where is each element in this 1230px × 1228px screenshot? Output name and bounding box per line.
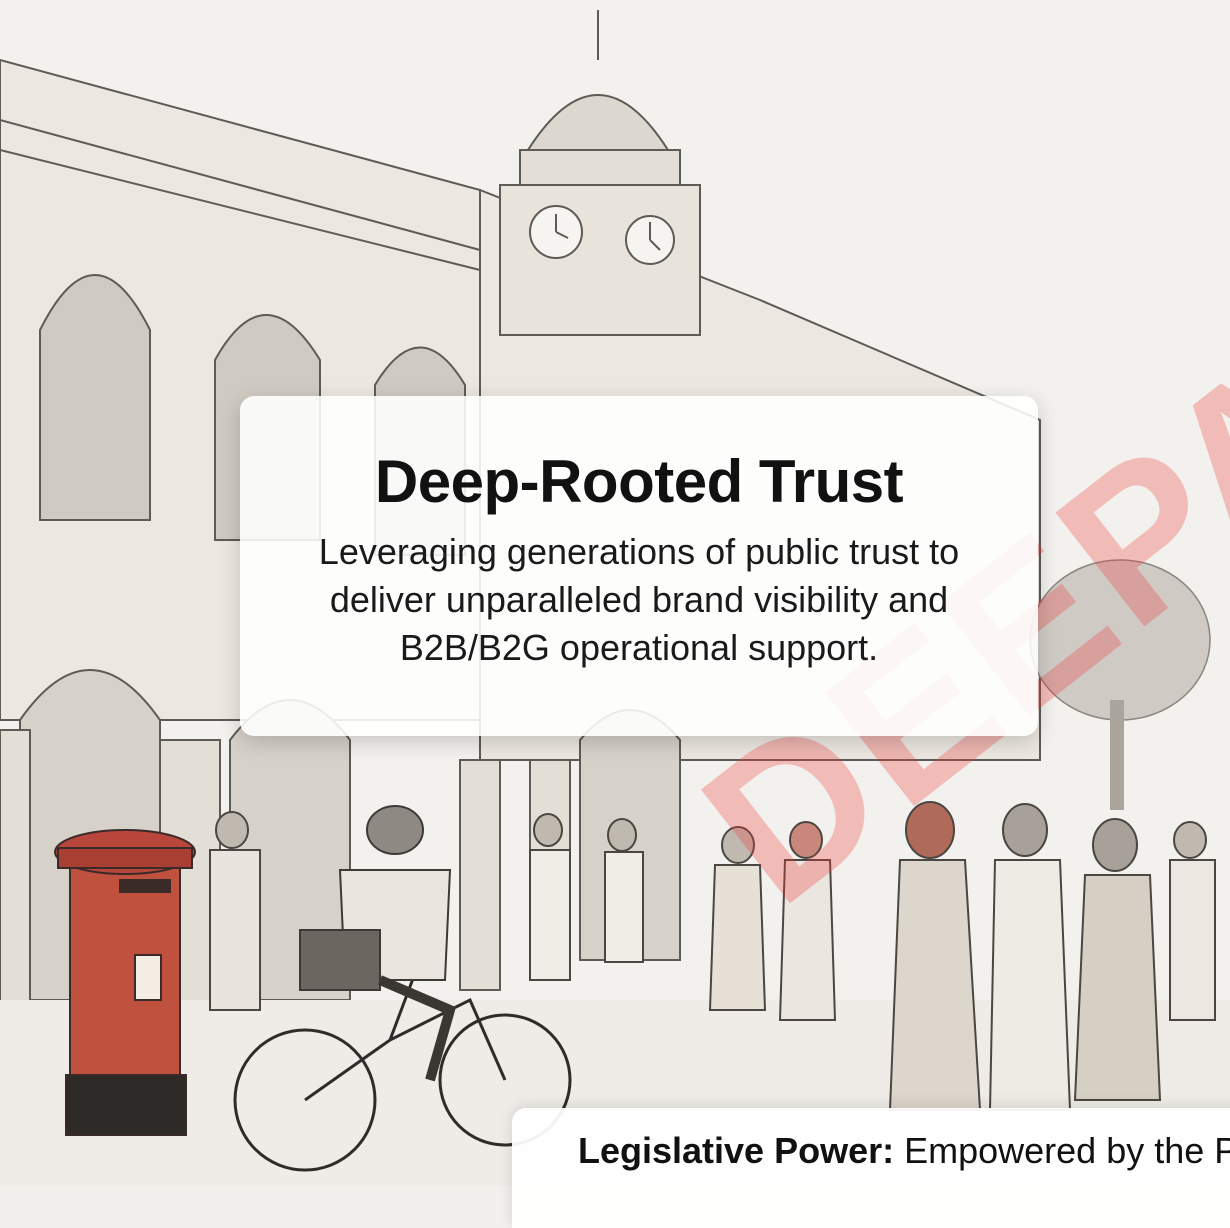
title-card: Deep-Rooted Trust Leveraging generations… (240, 396, 1038, 736)
townspeople (209, 801, 1216, 1111)
slide-subtitle: Leveraging generations of public trust t… (318, 531, 960, 668)
legislative-power-label: Legislative Power: (578, 1130, 895, 1171)
red-post-box (54, 829, 196, 1136)
clock-tower (499, 10, 701, 336)
tree (1029, 559, 1211, 810)
legislative-power-text: Empowered by the P (894, 1130, 1230, 1171)
legislative-power-card: Legislative Power: Empowered by the P (512, 1108, 1230, 1228)
postman (299, 805, 457, 1082)
slide-title: Deep-Rooted Trust (374, 448, 904, 515)
legislative-power-line: Legislative Power: Empowered by the P (578, 1130, 1230, 1172)
